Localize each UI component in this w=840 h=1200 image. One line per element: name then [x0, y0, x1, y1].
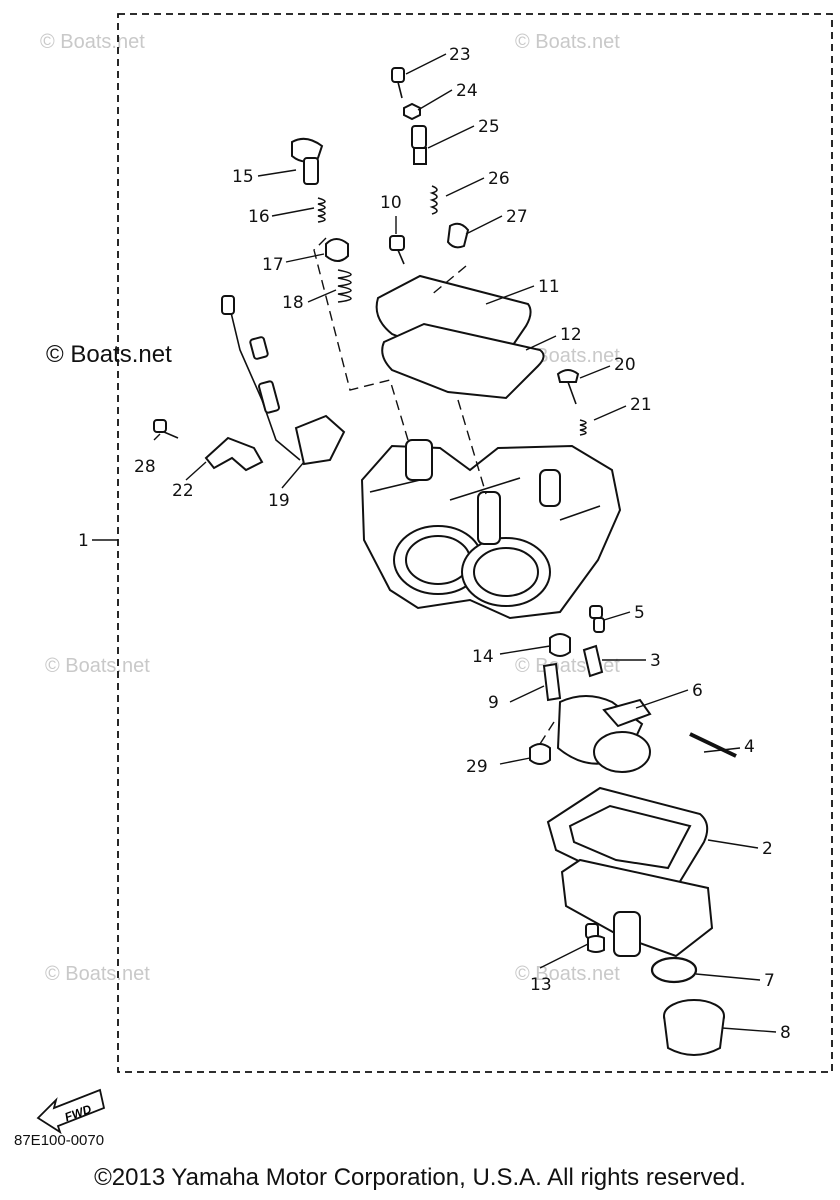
part-3-needle [582, 644, 604, 678]
part-2-float-bowl [546, 786, 714, 958]
watermark: © Boats.net [45, 963, 150, 985]
watermark: © Boats.net [515, 31, 620, 53]
callout-8: 8 [780, 1023, 791, 1043]
callout-18: 18 [282, 293, 304, 313]
callout-29: 29 [466, 757, 488, 777]
callout-5: 5 [634, 603, 645, 623]
callout-13: 13 [530, 975, 552, 995]
callout-19: 19 [268, 491, 290, 511]
callout-9: 9 [488, 693, 499, 713]
part-7-o-ring [650, 956, 698, 984]
part-29-cap [529, 743, 551, 765]
part-26-spring [429, 185, 438, 215]
callout-16: 16 [248, 207, 270, 227]
callout-14: 14 [472, 647, 494, 667]
assembly-border [117, 13, 833, 1073]
watermark: © Boats.net [40, 31, 145, 53]
part-22-bracket [204, 436, 264, 472]
callout-11: 11 [538, 277, 560, 297]
callout-15: 15 [232, 167, 254, 187]
parts-drawing [153, 67, 737, 1056]
part-17-collar [325, 238, 349, 262]
part-12-gasket [381, 322, 545, 400]
part-5-screw [589, 605, 605, 633]
part-4-pin [689, 732, 737, 758]
callout-23: 23 [449, 45, 471, 65]
part-9-jet [542, 662, 562, 702]
callout-12: 12 [560, 325, 582, 345]
part-16-spring [317, 197, 326, 223]
drawing-code: 87E100-0070 [14, 1132, 105, 1149]
assembly-label: 1 [78, 531, 89, 551]
watermark-strong: © Boats.net [46, 341, 172, 368]
part-27-cap [446, 222, 470, 249]
part-25-screw [411, 125, 427, 165]
watermark: © Boats.net [515, 655, 620, 677]
part-6-float [556, 695, 652, 773]
part-10-screw [389, 235, 405, 265]
fwd-arrow-icon: FWD [36, 1088, 106, 1135]
watermark: © Boats.net [45, 655, 150, 677]
carburetor-body [360, 439, 622, 620]
part-14-jet [549, 633, 571, 657]
callout-25: 25 [478, 117, 500, 137]
part-23-screw [391, 67, 405, 99]
callout-7: 7 [764, 971, 775, 991]
part-15-screw [291, 137, 324, 185]
callout-17: 17 [262, 255, 284, 275]
callout-27: 27 [506, 207, 528, 227]
callout-22: 22 [172, 481, 194, 501]
callouts: 23 24 25 26 27 15 16 10 17 18 11 12 20 2… [134, 45, 791, 1043]
callout-24: 24 [456, 81, 478, 101]
callout-21: 21 [630, 395, 652, 415]
part-8-drain-plug [663, 999, 725, 1056]
part-19-switch [221, 295, 346, 466]
part-18-spring [337, 269, 352, 303]
callout-6: 6 [692, 681, 703, 701]
part-20-screw [556, 369, 580, 405]
callout-2: 2 [762, 839, 773, 859]
callout-26: 26 [488, 169, 510, 189]
callout-20: 20 [614, 355, 636, 375]
linkage-lines [313, 237, 409, 441]
callout-28: 28 [134, 457, 156, 477]
callout-4: 4 [744, 737, 755, 757]
callout-3: 3 [650, 651, 661, 671]
callout-10: 10 [380, 193, 402, 213]
watermark: © Boats.net [515, 963, 620, 985]
part-28-screw [153, 419, 179, 439]
part-24-washer [403, 102, 421, 121]
part-21-spring [579, 419, 587, 436]
copyright-notice: ©2013 Yamaha Motor Corporation, U.S.A. A… [94, 1164, 746, 1191]
part-13-screw [585, 923, 605, 953]
